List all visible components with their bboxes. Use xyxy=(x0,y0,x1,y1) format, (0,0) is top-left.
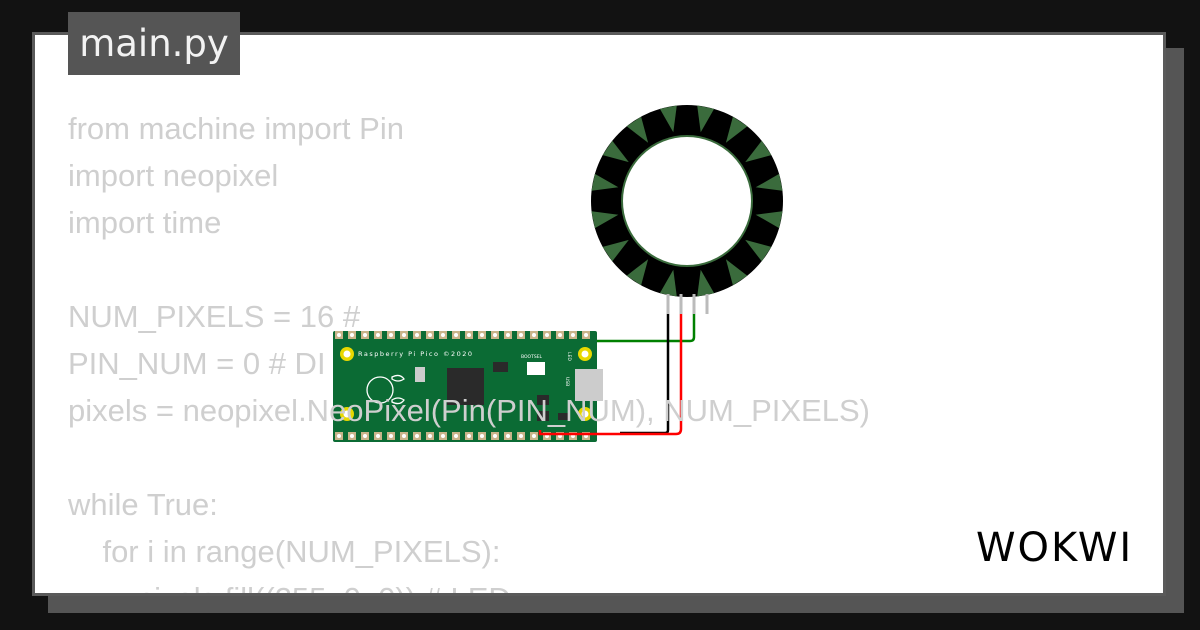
pin-hole xyxy=(389,434,393,438)
usb-port xyxy=(575,369,603,401)
pin-hole xyxy=(454,333,458,337)
file-tab[interactable]: main.py xyxy=(68,12,240,75)
ring-separator xyxy=(591,211,619,229)
pin-hole xyxy=(428,434,432,438)
pin-hole xyxy=(350,434,354,438)
wires xyxy=(538,314,696,436)
pin-hole xyxy=(493,333,497,337)
wire-data xyxy=(597,314,696,343)
raspberry-logo-icon xyxy=(366,374,405,405)
pin-hole xyxy=(402,434,406,438)
pin-hole xyxy=(363,434,367,438)
pin-hole xyxy=(480,434,484,438)
pin-hole xyxy=(519,333,523,337)
ring-separator xyxy=(602,140,629,163)
ring-separator xyxy=(697,269,715,297)
rp2040-chip xyxy=(447,368,484,405)
pin-hole xyxy=(415,333,419,337)
pin-hole xyxy=(350,333,354,337)
neopixel-ring[interactable] xyxy=(591,105,783,297)
pin-hole xyxy=(467,333,471,337)
bootsel-label: BOOTSEL xyxy=(521,354,543,360)
pin-hole xyxy=(467,434,471,438)
pin-hole xyxy=(584,333,588,337)
pin-hole xyxy=(402,333,406,337)
ring-separator xyxy=(745,239,772,262)
ring-separator xyxy=(659,105,677,133)
ring-pins xyxy=(666,294,709,314)
wire-gnd xyxy=(620,314,670,435)
ring-separator xyxy=(659,269,677,297)
usb-label: USB xyxy=(564,377,570,386)
pin-hole xyxy=(532,333,536,337)
pin-hole xyxy=(571,333,575,337)
wire-vcc xyxy=(538,314,683,436)
ring-separator xyxy=(725,259,748,286)
pin-hole xyxy=(389,333,393,337)
ring-separator xyxy=(697,105,715,133)
pin-hole xyxy=(545,333,549,337)
ring-separator xyxy=(591,173,619,191)
ring-separator xyxy=(626,259,649,286)
pin-hole xyxy=(519,434,523,438)
pin-hole xyxy=(376,333,380,337)
ring-separator xyxy=(755,173,783,191)
ring-separator xyxy=(602,239,629,262)
wokwi-logo: WOKWI xyxy=(976,525,1134,571)
pin-hole xyxy=(363,333,367,337)
pin-hole xyxy=(454,434,458,438)
pin-hole xyxy=(441,333,445,337)
pin-hole xyxy=(376,434,380,438)
pin-hole xyxy=(506,333,510,337)
ring-separator xyxy=(745,140,772,163)
preview-card xyxy=(32,32,1166,596)
pin-hole xyxy=(558,333,562,337)
pin-hole xyxy=(337,333,341,337)
pin-hole xyxy=(428,333,432,337)
pin-hole xyxy=(532,434,536,438)
pin-hole xyxy=(480,333,484,337)
pin-hole xyxy=(415,434,419,438)
bootsel-button[interactable] xyxy=(527,362,545,375)
pico-board[interactable]: Raspberry Pi Pico ©2020 BOOTSEL LED USB xyxy=(333,331,603,442)
pin-hole xyxy=(441,434,445,438)
ring-separator xyxy=(755,211,783,229)
ring-separator xyxy=(626,116,649,143)
led-label: LED xyxy=(566,352,572,361)
board-title: Raspberry Pi Pico ©2020 xyxy=(358,350,474,358)
pin-hole xyxy=(493,434,497,438)
ring-separator xyxy=(725,116,748,143)
pin-hole xyxy=(506,434,510,438)
pin-hole xyxy=(337,434,341,438)
